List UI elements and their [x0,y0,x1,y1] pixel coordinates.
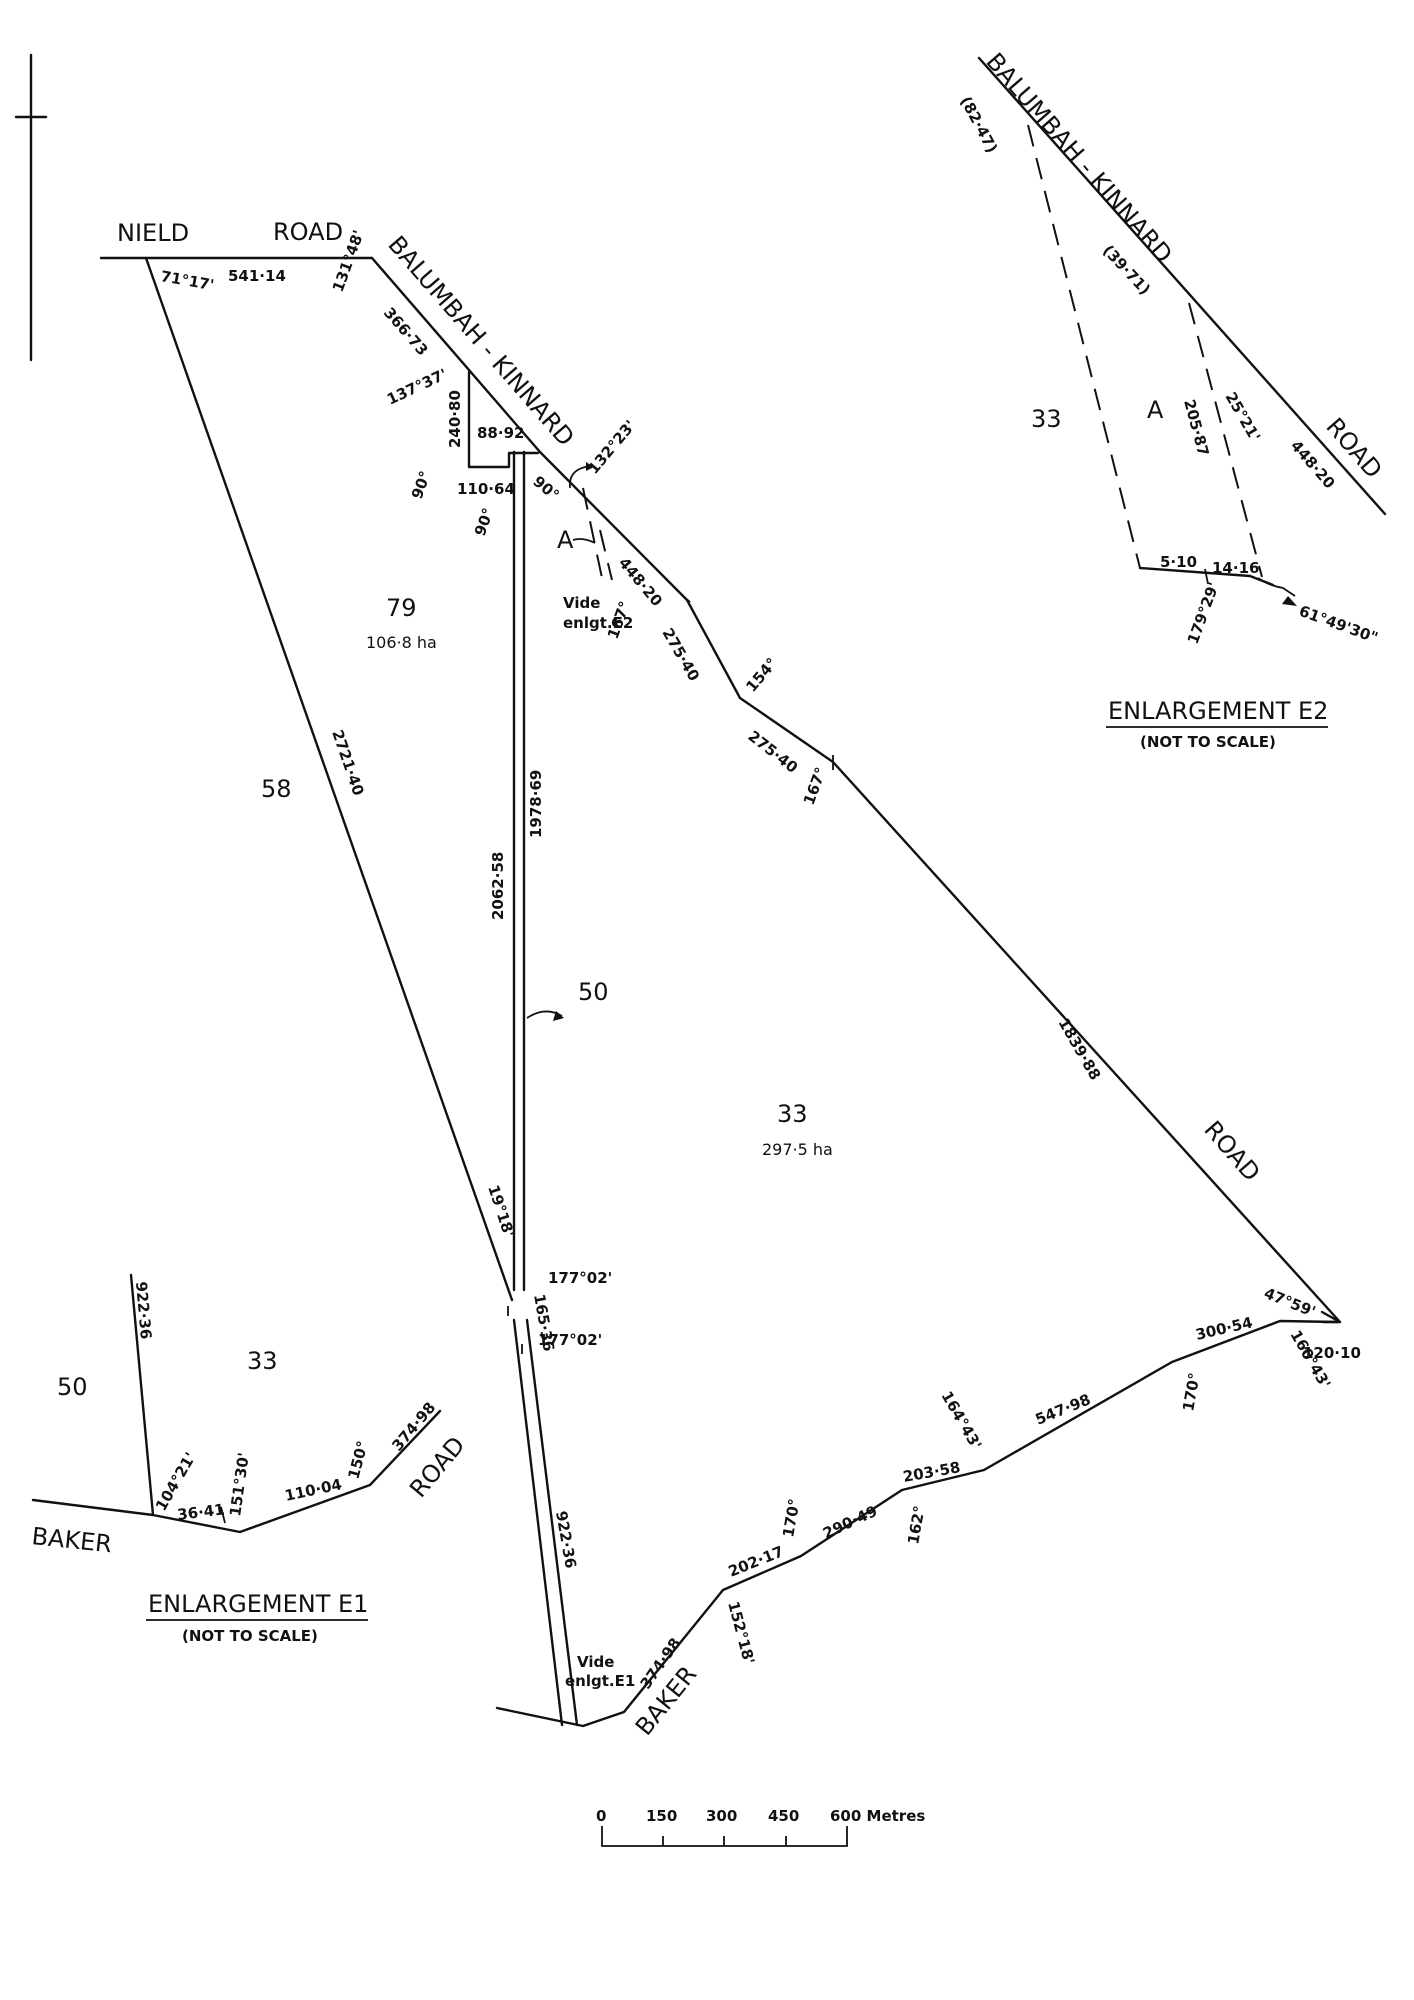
baker-road-label: BAKER [630,1661,702,1741]
distance-label: 1839·88 [1055,1015,1105,1083]
main-dimensions: 71°17' 541·14 131°48' 366·73 137°37' 240… [159,228,1361,1692]
nield-road-label: NIELD [117,219,189,247]
distance-label: 448·20 [1287,437,1339,492]
distance-label: 88·92 [477,424,524,442]
lot33-area: 297·5 ha [762,1140,833,1159]
angle-label: 90° [408,469,435,502]
angle-label: 25°21' [1222,389,1265,445]
top-road-label: ROAD [273,218,343,246]
distance-label: 36·41 [176,1500,225,1524]
angle-label: 61°49'30" [1297,602,1381,647]
angle-label: 152°18' [724,1599,758,1666]
distance-label: 240·80 [446,390,464,448]
distance-label: 366·73 [380,304,432,359]
distance-label: 120·10 [1303,1344,1361,1362]
lot58-label: 58 [261,775,292,803]
scale-tick-label: 300 [706,1807,737,1825]
e1-title: ENLARGEMENT E1 [148,1590,368,1618]
scale-bar: 0 150 300 450 600 Metres [596,1807,925,1847]
enlargement-e1: 922·36 50 33 104°21' 36·41 151°30' 110·0… [30,1273,471,1645]
distance-label: 5·10 [1160,553,1197,571]
scale-tick-label: 600 Metres [830,1807,925,1825]
angle-label: 170° [779,1497,803,1538]
angle-label: 164°43' [938,1388,986,1453]
angle-label: 162° [904,1504,928,1545]
angle-label: 150° [344,1439,371,1481]
lot79-area: 106·8 ha [366,633,437,652]
distance-label: 205·87 [1180,397,1212,458]
distance-label: 541·14 [228,267,286,285]
angle-label: 132°23' [584,417,639,478]
distance-label: 110·04 [283,1475,343,1505]
distance-label: (82·47) [956,93,1001,155]
e2-lotA-label: A [1147,396,1164,424]
lot33-label: 33 [777,1100,808,1128]
e1-lot33-label: 33 [247,1347,278,1375]
north-arrow-icon [14,53,48,362]
scale-tick-label: 150 [646,1807,677,1825]
e2-lot33-label: 33 [1031,405,1062,433]
angle-label: 151°30' [226,1451,253,1517]
angle-label: 90° [529,472,562,504]
distance-label: 1978·69 [527,770,545,838]
distance-label: 275·40 [659,625,704,684]
e1-baker-label: BAKER [30,1522,113,1558]
angle-label: 170° [1179,1371,1203,1412]
angle-label: 154° [742,654,781,695]
lot79-label: 79 [386,594,417,622]
distance-label: 110·64 [457,480,515,498]
main-boundaries [99,256,1342,1728]
distance-label: 374·98 [388,1399,439,1455]
e1-road-label: ROAD [404,1431,470,1503]
e2-subtitle: (NOT TO SCALE) [1140,733,1276,751]
distance-label: 290·49 [820,1502,880,1543]
distance-label: 2721·40 [328,727,367,797]
distance-label: 547·98 [1033,1390,1093,1428]
vide-e1-label: Vide [577,1653,614,1671]
vide-e2-label: Vide [563,594,600,612]
angle-label: 167° [800,765,830,808]
distance-label: 922·36 [132,1281,155,1340]
angle-label: 90° [471,506,498,539]
distance-label: 2062·58 [489,852,507,920]
angle-label: 137°37' [384,365,450,408]
scale-tick-label: 0 [596,1807,606,1825]
angle-label: 71°17' [159,267,215,294]
enlargement-e2: BALUMBAH - KINNARD ROAD (82·47) (39·71) … [956,48,1387,751]
vide-e1-label: enlgt.E1 [565,1672,635,1690]
distance-label: 14·16 [1212,559,1259,577]
lot50-label: 50 [578,978,609,1006]
angle-label: 177°02' [538,1331,602,1349]
angle-label: 179°29' [1184,580,1223,647]
e1-lot50-label: 50 [57,1373,88,1401]
e2-balumbah-label: BALUMBAH - KINNARD [980,48,1177,269]
distance-label: 300·54 [1194,1313,1254,1344]
scale-tick-label: 450 [768,1807,799,1825]
angle-label: 177°02' [548,1269,612,1287]
vide-e2-label: enlgt.E2 [563,614,633,632]
lotA-label: A [557,526,574,554]
e1-subtitle: (NOT TO SCALE) [182,1627,318,1645]
e2-title: ENLARGEMENT E2 [1108,697,1328,725]
